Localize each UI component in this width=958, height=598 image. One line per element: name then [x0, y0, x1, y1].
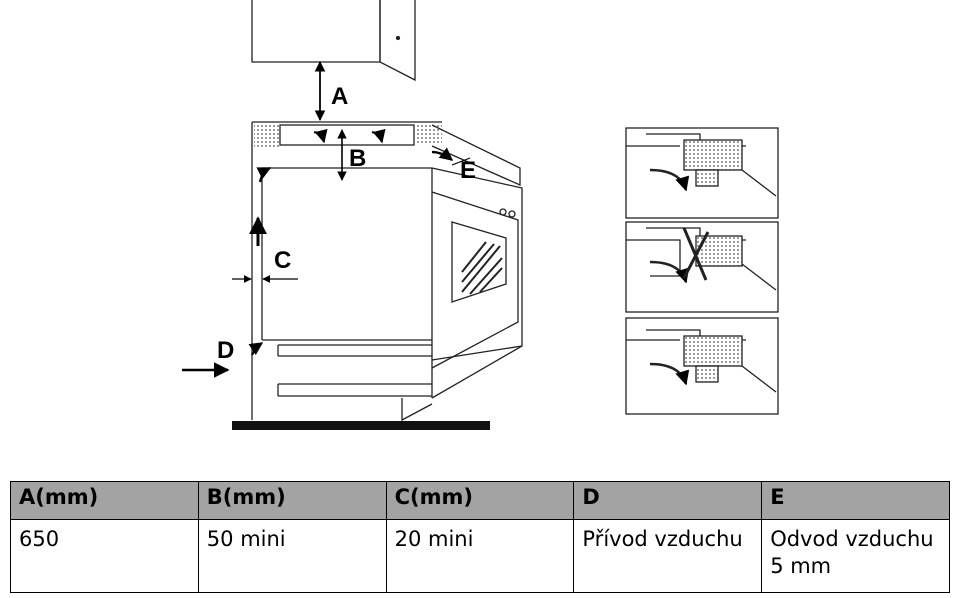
detail-panel-3: [625, 317, 779, 415]
dimensions-table: A(mm) B(mm) C(mm) D E 650 50 mini 20 min…: [10, 481, 950, 593]
cell-d: Přívod vzduchu: [573, 519, 763, 593]
air-up-curve: [256, 167, 272, 183]
cell-a: 650: [10, 519, 199, 593]
label-d: D: [217, 337, 234, 364]
label-e: E: [460, 157, 476, 184]
table-row: 650 50 mini 20 mini Přívod vzduchu Odvod…: [10, 519, 950, 593]
hob: [279, 124, 415, 146]
oven-window-hatch: [461, 241, 503, 295]
header-b: B(mm): [197, 481, 387, 520]
header-e: E: [761, 481, 950, 520]
detail-panel-1: [625, 127, 779, 219]
worktop-right: [416, 125, 442, 145]
header-a: A(mm): [10, 481, 199, 520]
cabinet-outline: [251, 121, 442, 420]
header-d: D: [573, 481, 763, 520]
label-a: A: [331, 83, 348, 110]
cell-c: 20 mini: [385, 519, 575, 593]
air-in-curve: [248, 342, 264, 356]
header-c: C(mm): [385, 481, 575, 520]
cell-b: 50 mini: [197, 519, 387, 593]
label-b: B: [349, 145, 366, 172]
floor: [232, 421, 490, 430]
air-out-arrow: [431, 147, 454, 161]
worktop-left: [254, 125, 280, 147]
installation-diagram: A B: [182, 0, 779, 430]
cell-e: Odvod vzduchu 5 mm: [761, 519, 950, 593]
detail-panel-2: [625, 221, 779, 313]
upper-cabinet: [251, 0, 416, 82]
label-c: C: [274, 247, 291, 274]
oven: [401, 124, 523, 422]
table-header-row: A(mm) B(mm) C(mm) D E: [10, 481, 950, 520]
